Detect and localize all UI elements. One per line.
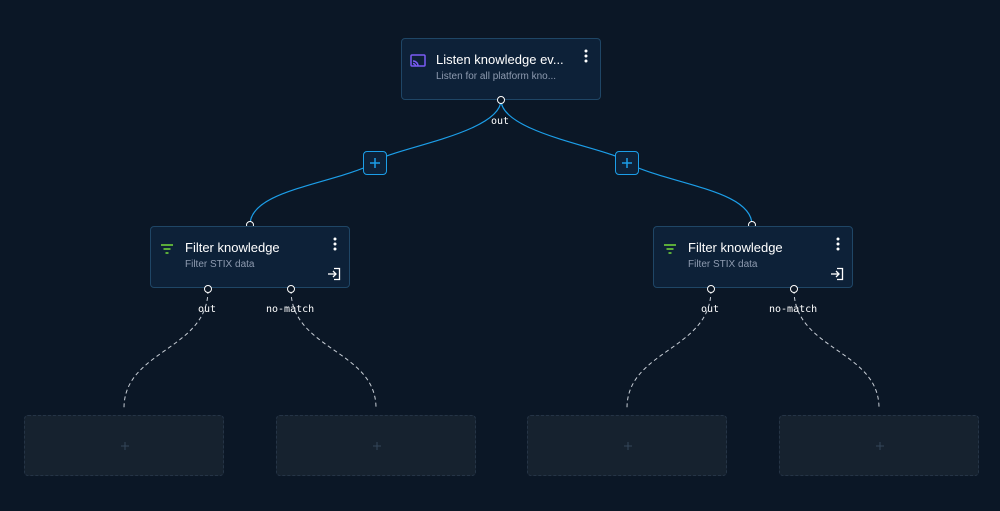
placeholder-node[interactable] xyxy=(527,415,727,476)
filter-icon xyxy=(662,241,678,257)
enter-icon[interactable] xyxy=(830,267,844,281)
filter-left-no-match-label: no-match xyxy=(266,304,315,315)
enter-icon[interactable] xyxy=(327,267,341,281)
filter-left-no-match-handle[interactable] xyxy=(286,284,295,293)
placeholder-node[interactable] xyxy=(24,415,224,476)
add-node-button-left[interactable] xyxy=(363,151,387,175)
more-vertical-icon[interactable] xyxy=(580,48,592,64)
filter-right-no-match-handle[interactable] xyxy=(789,284,798,293)
filter-icon xyxy=(159,241,175,257)
add-node-button-right[interactable] xyxy=(615,151,639,175)
plus-icon xyxy=(373,442,381,450)
trigger-output-label: out xyxy=(491,116,510,127)
plus-icon xyxy=(624,442,632,450)
dashed-edge-right-out xyxy=(626,289,712,409)
placeholder-node[interactable] xyxy=(779,415,979,476)
filter-right-out-handle[interactable] xyxy=(706,284,715,293)
node-subtitle: Listen for all platform kno... xyxy=(436,71,557,82)
node-title: Listen knowledge ev... xyxy=(436,52,564,67)
dashed-edge-left-out xyxy=(123,289,209,409)
plus-icon xyxy=(121,442,129,450)
plus-icon xyxy=(876,442,884,450)
plus-icon xyxy=(370,158,380,168)
more-vertical-icon[interactable] xyxy=(329,236,341,252)
placeholder-node[interactable] xyxy=(276,415,476,476)
plus-icon xyxy=(622,158,632,168)
trigger-node[interactable]: Listen knowledge ev... Listen for all pl… xyxy=(401,38,601,100)
filter-right-no-match-label: no-match xyxy=(769,304,818,315)
filter-node-left[interactable]: Filter knowledge Filter STIX data xyxy=(150,226,350,288)
dashed-edge-left-no-match xyxy=(290,289,377,409)
more-vertical-icon[interactable] xyxy=(832,236,844,252)
node-title: Filter knowledge xyxy=(688,240,783,255)
node-subtitle: Filter STIX data xyxy=(688,259,758,270)
trigger-output-handle[interactable] xyxy=(496,95,505,104)
filter-left-out-handle[interactable] xyxy=(203,284,212,293)
filter-right-out-label: out xyxy=(701,304,720,315)
node-subtitle: Filter STIX data xyxy=(185,259,255,270)
stream-icon xyxy=(410,53,426,69)
node-title: Filter knowledge xyxy=(185,240,280,255)
filter-node-right[interactable]: Filter knowledge Filter STIX data xyxy=(653,226,853,288)
dashed-edge-right-no-match xyxy=(793,289,880,409)
filter-left-out-label: out xyxy=(198,304,217,315)
